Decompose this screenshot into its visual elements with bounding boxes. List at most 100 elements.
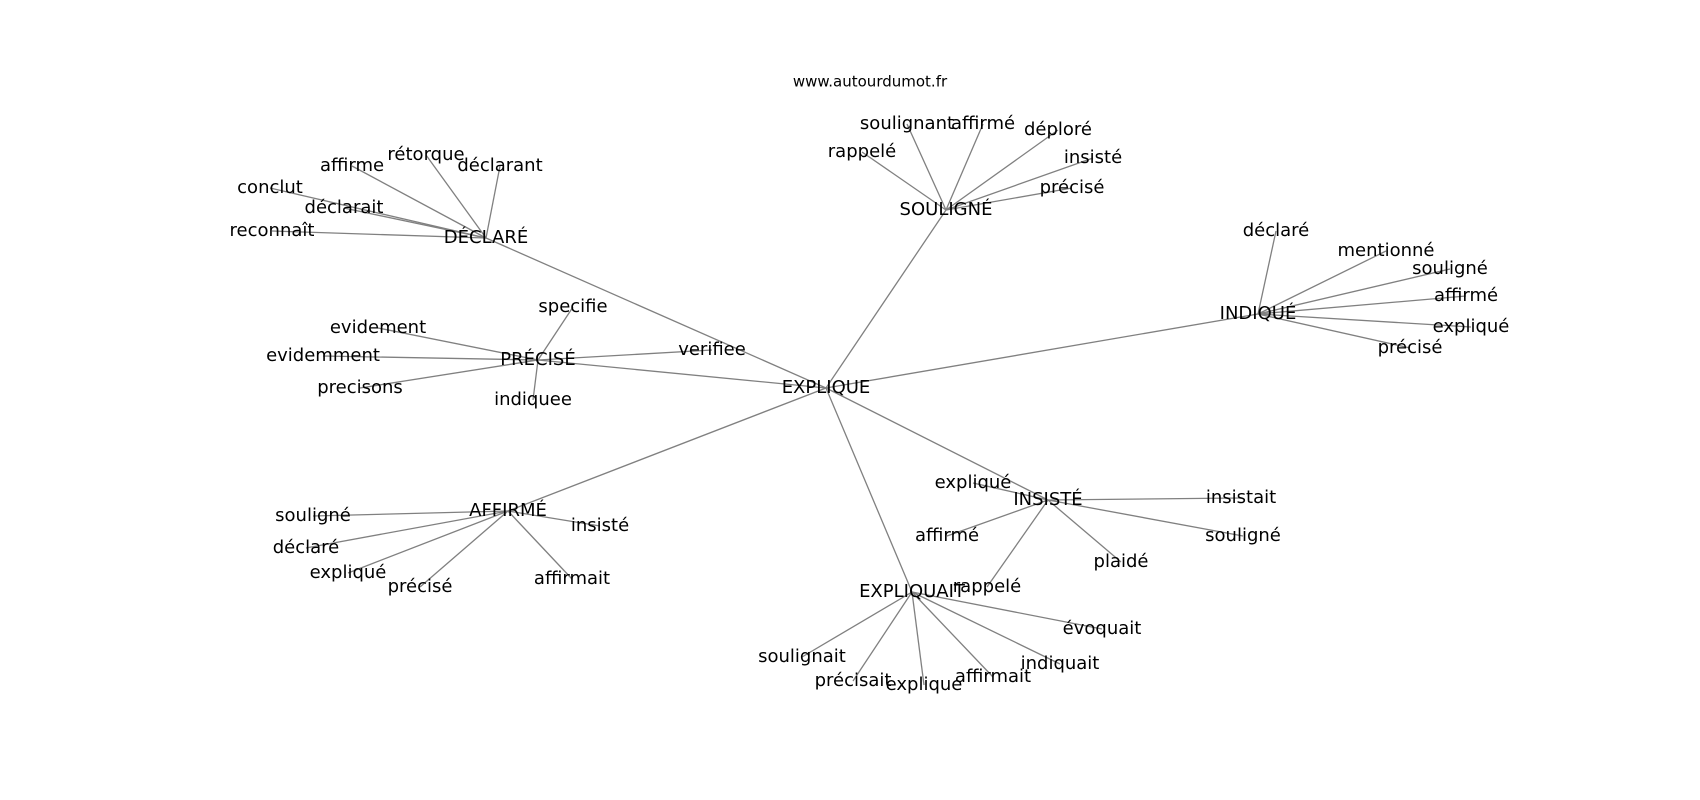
edge-center-indique — [825, 313, 1259, 389]
edge-souligne-word-2 — [945, 129, 1059, 211]
word-node-declare-2: rétorque — [387, 144, 464, 165]
word-node-insiste-1: insistait — [1206, 487, 1276, 508]
edge-precise-word-3 — [359, 359, 539, 389]
word-node-souligne-2: déploré — [1024, 119, 1092, 140]
edge-center-declare — [485, 237, 827, 389]
word-node-declare-1: affirme — [320, 155, 384, 176]
edge-precise-word-5 — [537, 349, 713, 361]
word-node-affirme-5: affirmait — [534, 568, 610, 589]
word-node-indique-3: affirmé — [1434, 285, 1498, 306]
word-node-indique-1: mentionné — [1338, 240, 1435, 261]
source-watermark: www.autourdumot.fr — [793, 73, 948, 91]
word-node-souligne-0: soulignant — [860, 113, 954, 134]
edge-affirme-word-5 — [507, 510, 573, 580]
edge-souligne-word-1 — [945, 123, 984, 211]
edge-souligne-word-0 — [906, 123, 947, 211]
edge-affirme-word-4 — [419, 510, 509, 588]
word-node-affirme-4: précisé — [388, 576, 453, 597]
edge-declare-word-4 — [343, 207, 487, 239]
edge-declare-word-1 — [351, 165, 487, 239]
edge-affirme-word-1 — [507, 510, 601, 527]
edge-insiste-word-1 — [1047, 497, 1242, 501]
edge-declare-word-2 — [425, 154, 487, 239]
center-node: EXPLIQUE — [782, 377, 871, 398]
edge-precise-word-1 — [537, 306, 574, 361]
edge-indique-word-2 — [1257, 268, 1451, 315]
word-node-souligne-5: précisé — [1040, 177, 1105, 198]
edge-center-souligne — [825, 209, 947, 389]
word-node-expliquait-0: évoquait — [1063, 618, 1142, 639]
word-node-declare-3: déclarant — [457, 155, 542, 176]
edge-precise-word-2 — [322, 355, 539, 361]
word-node-indique-2: souligné — [1412, 258, 1488, 279]
hub-node-expliquait: EXPLIQUAIT — [859, 581, 966, 602]
graph-edges — [269, 123, 1472, 686]
word-node-souligne-1: affirmé — [951, 113, 1015, 134]
edge-indique-word-0 — [1257, 230, 1277, 315]
word-node-affirme-3: expliqué — [310, 562, 387, 583]
edge-center-insiste — [825, 387, 1049, 501]
edge-expliquait-word-1 — [801, 591, 913, 658]
edge-expliquait-word-0 — [911, 591, 1103, 630]
hub-node-souligne: SOULIGNÉ — [900, 198, 993, 220]
word-node-precise-3: precisons — [317, 377, 403, 398]
edge-center-precise — [537, 359, 827, 389]
word-node-expliquait-4: explique — [886, 674, 963, 695]
word-node-souligne-4: insisté — [1064, 147, 1122, 168]
word-node-precise-5: verifiee — [678, 339, 746, 360]
edge-indique-word-3 — [1257, 295, 1467, 315]
word-node-insiste-4: plaidé — [1094, 551, 1149, 572]
edge-center-expliquait — [825, 387, 913, 593]
word-node-precise-0: evidement — [330, 317, 426, 338]
word-node-expliquait-2: indiquait — [1021, 653, 1100, 674]
word-node-indique-5: précisé — [1378, 337, 1443, 358]
edge-souligne-word-3 — [861, 151, 947, 211]
word-node-insiste-5: rappelé — [953, 576, 1021, 597]
word-node-declare-4: déclarait — [305, 197, 384, 218]
edge-expliquait-word-3 — [852, 591, 913, 682]
edge-expliquait-word-4 — [911, 591, 925, 686]
edge-indique-word-4 — [1257, 313, 1472, 328]
edge-insiste-word-2 — [946, 499, 1049, 537]
edge-precise-word-4 — [532, 359, 539, 401]
hub-node-declare: DÉCLARÉ — [444, 226, 528, 248]
edge-insiste-word-3 — [1047, 499, 1244, 537]
edge-declare-word-0 — [269, 187, 487, 239]
word-node-precise-4: indiquee — [494, 389, 572, 410]
edge-indique-word-1 — [1257, 250, 1387, 315]
hub-node-affirme: AFFIRMÉ — [469, 499, 547, 521]
word-node-indique-0: déclaré — [1243, 220, 1310, 241]
edge-insiste-word-5 — [986, 499, 1049, 588]
hub-node-precise: PRÉCISÉ — [500, 348, 575, 370]
edge-declare-word-5 — [271, 230, 487, 239]
word-node-insiste-0: expliqué — [935, 472, 1012, 493]
edge-affirme-word-0 — [312, 510, 509, 517]
edge-affirme-word-3 — [347, 510, 509, 574]
word-node-precise-2: evidemment — [266, 345, 380, 366]
word-node-affirme-2: déclaré — [273, 537, 340, 558]
word-node-souligne-3: rappelé — [828, 141, 896, 162]
edge-insiste-word-4 — [1047, 499, 1122, 563]
edge-declare-word-3 — [485, 165, 501, 239]
edge-expliquait-word-2 — [911, 591, 1061, 665]
word-node-declare-0: conclut — [237, 177, 303, 198]
word-node-declare-5: reconnaît — [230, 220, 315, 241]
edge-souligne-word-4 — [945, 157, 1094, 211]
edge-center-affirme — [507, 387, 827, 512]
edge-expliquait-word-5 — [911, 591, 994, 678]
edge-indique-word-5 — [1257, 313, 1411, 349]
edge-insiste-word-0 — [972, 482, 1049, 501]
edge-souligne-word-5 — [945, 187, 1073, 211]
word-node-expliquait-5: affirmait — [955, 666, 1031, 687]
word-node-precise-1: specifie — [538, 296, 607, 317]
word-node-expliquait-1: soulignait — [758, 646, 846, 667]
word-node-affirme-0: souligné — [275, 505, 351, 526]
hub-node-insiste: INSISTÉ — [1013, 488, 1082, 510]
word-node-indique-4: expliqué — [1433, 316, 1510, 337]
word-node-insiste-3: souligné — [1205, 525, 1281, 546]
word-node-insiste-2: affirmé — [915, 525, 979, 546]
edge-affirme-word-2 — [305, 510, 509, 549]
word-node-affirme-1: insisté — [571, 515, 629, 536]
